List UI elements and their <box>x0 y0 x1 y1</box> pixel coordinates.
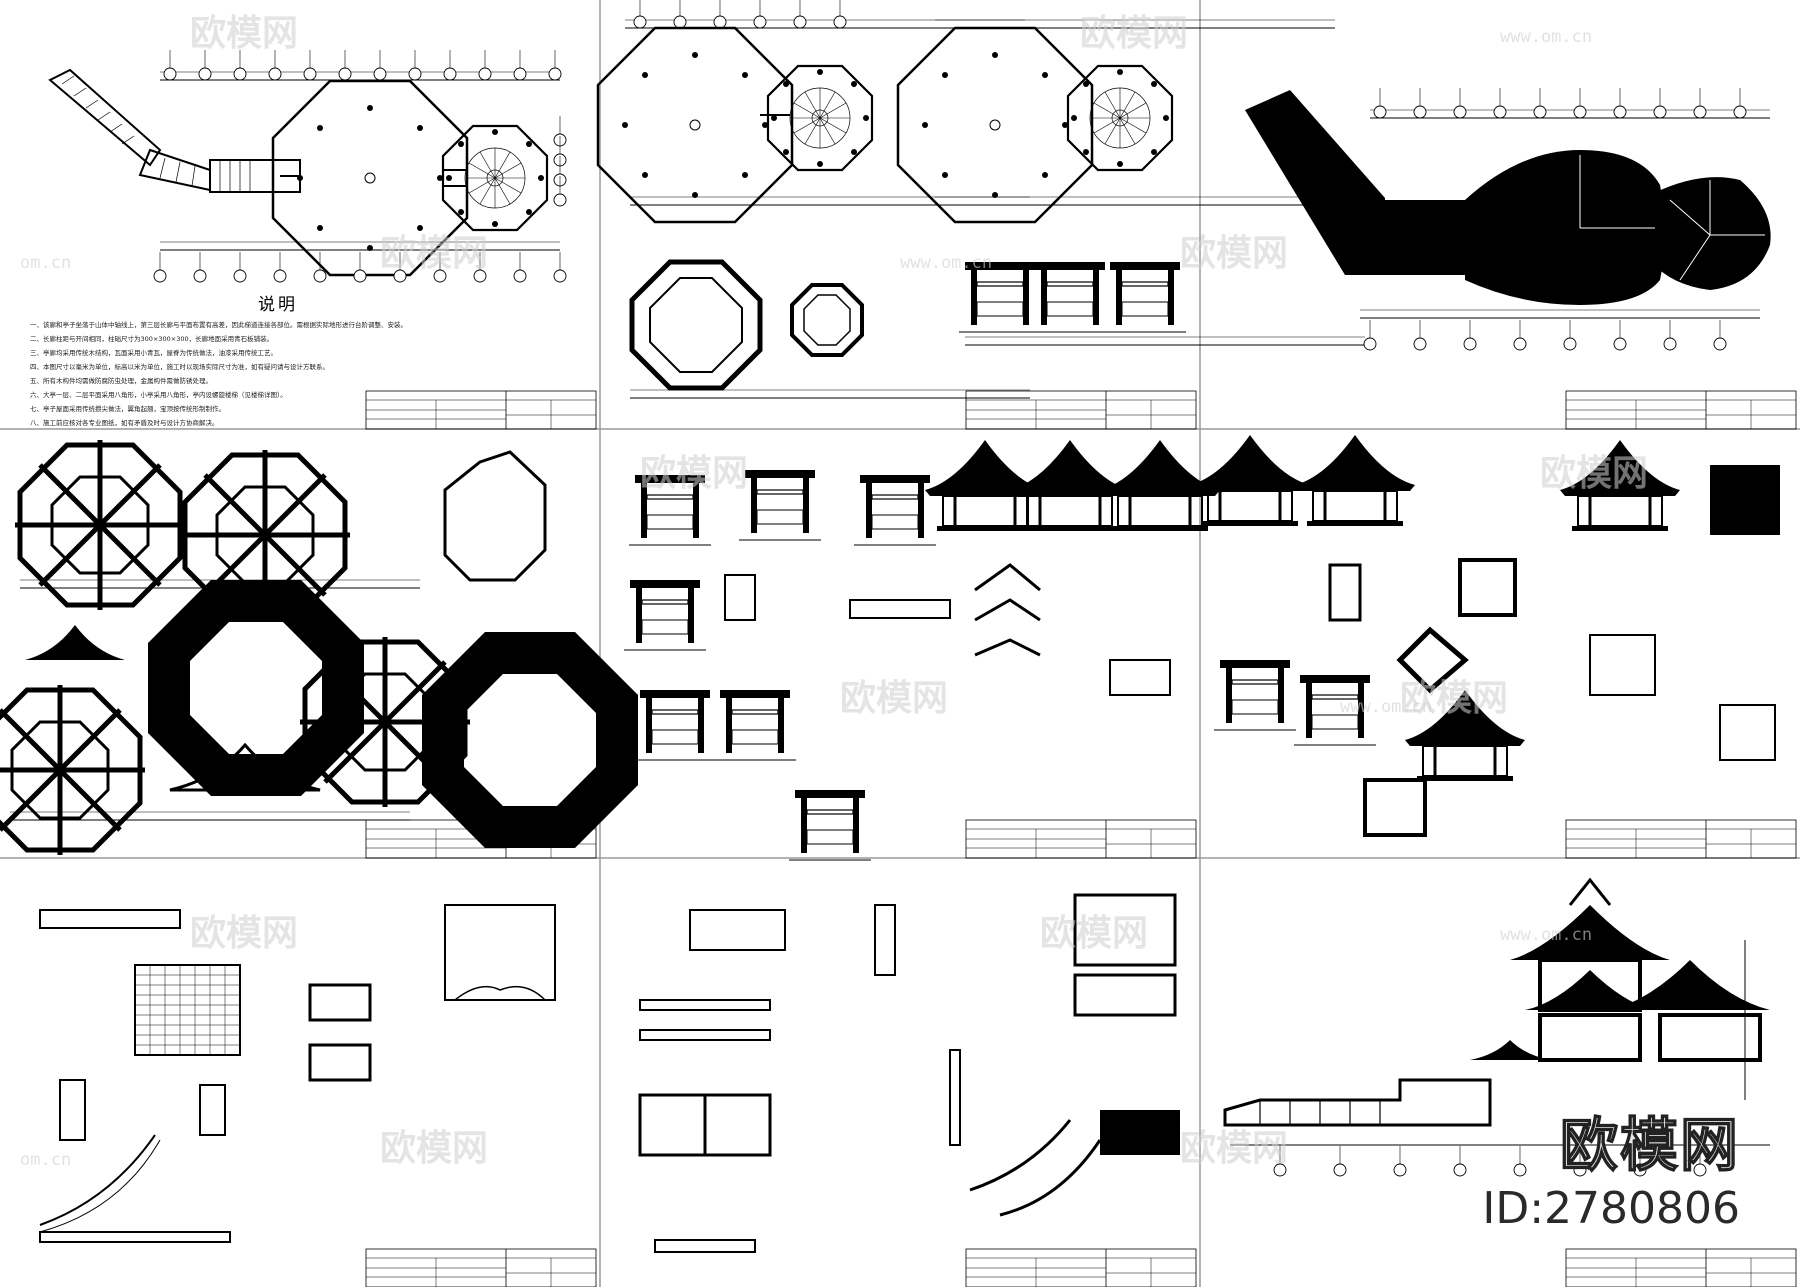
notes-line: 八、施工前应核对各专业图纸，如有矛盾及时与设计方协商解决。 <box>30 419 219 427</box>
notes-line: 四、本图尺寸以毫米为单位，标高以米为单位，施工时以现场实际尺寸为准，如有疑问请与… <box>30 363 329 371</box>
svg-text:www.om.cn: www.om.cn <box>900 253 992 273</box>
svg-text:欧模网: 欧模网 <box>1180 233 1288 274</box>
notes-line: 七、亭子屋面采用传统攒尖做法，翼角起翘，宝顶按传统形制制作。 <box>30 405 225 413</box>
svg-text:欧模网: 欧模网 <box>1040 913 1148 954</box>
notes-text: 一、该廊和亭子坐落于山体中轴线上，第三层长廊与平面布置有高差，因此梯道连接各部位… <box>30 318 550 430</box>
svg-text:欧模网: 欧模网 <box>640 453 748 494</box>
notes-title: 说明 <box>258 295 298 315</box>
svg-text:欧模网: 欧模网 <box>1540 453 1648 494</box>
notes-line: 三、亭廊均采用传统木结构，瓦面采用小青瓦，屋脊为传统做法，油漆采用传统工艺。 <box>30 349 277 357</box>
svg-text:欧模网: 欧模网 <box>1180 1128 1288 1169</box>
svg-text:om.cn: om.cn <box>20 1150 71 1170</box>
notes-line: 六、大亭一层、二层平面采用八角形，小亭采用八角形，亭内设螺旋楼梯（见楼梯详图）。 <box>30 391 287 399</box>
notes-line: 二、长廊柱距与开间相同，柱础尺寸为300×300×300，长廊地面采用青石板铺装… <box>30 335 274 343</box>
notes-line: 五、所有木构件均需做防腐防虫处理，金属构件需做防锈处理。 <box>30 377 212 385</box>
brand-logo: 欧模网 <box>1559 1110 1740 1180</box>
svg-text:欧模网: 欧模网 <box>1400 678 1508 719</box>
svg-text:欧模网: 欧模网 <box>380 1128 488 1169</box>
notes-line: 一、该廊和亭子坐落于山体中轴线上，第三层长廊与平面布置有高差，因此梯道连接各部位… <box>30 321 407 329</box>
svg-text:欧模网: 欧模网 <box>840 678 948 719</box>
svg-text:欧模网: 欧模网 <box>1080 13 1188 54</box>
svg-text:www.om.cn: www.om.cn <box>1340 697 1432 717</box>
svg-text:欧模网: 欧模网 <box>190 13 298 54</box>
svg-text:www.om.cn: www.om.cn <box>1500 925 1592 945</box>
svg-text:欧模网: 欧模网 <box>380 233 488 274</box>
svg-text:欧模网: 欧模网 <box>190 913 298 954</box>
svg-text:om.cn: om.cn <box>20 253 71 273</box>
svg-text:www.om.cn: www.om.cn <box>1500 27 1592 47</box>
brand-id: ID:2780806 <box>1482 1183 1740 1234</box>
